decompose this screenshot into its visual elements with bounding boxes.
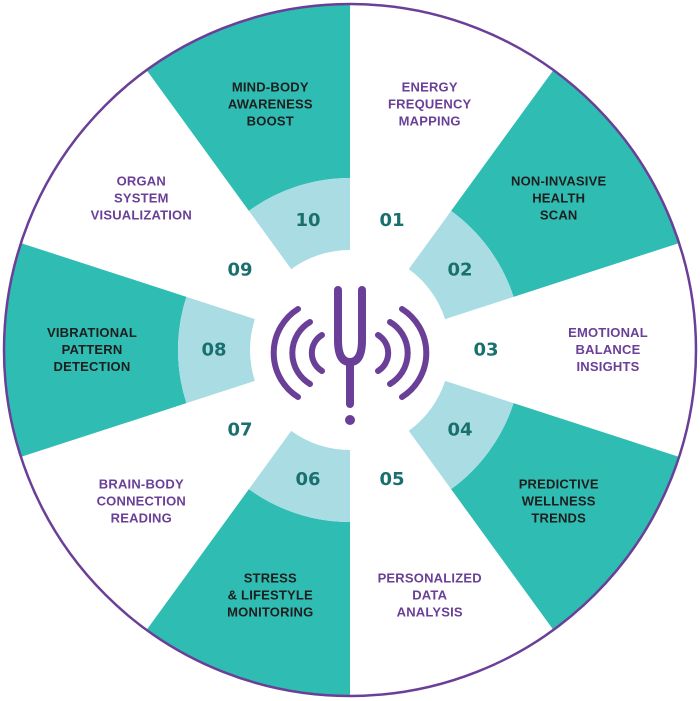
segment-02-label-line: SCAN [540, 207, 578, 222]
segment-01-label-line: MAPPING [399, 114, 461, 129]
segment-04-number: 04 [447, 419, 472, 440]
segment-10-sector [146, 4, 350, 211]
labels-layer: 01 ENERGY FREQUENCY MAPPING 02 NON-INVASIVE HE… [47, 80, 648, 620]
segment-05-label-line: PERSONALIZED [378, 570, 482, 585]
segment-08-label-line: VIBRATIONAL [47, 325, 137, 340]
segment-05-label-line: DATA [412, 587, 447, 602]
segment-08-label-line: PATTERN [62, 342, 123, 357]
segment-09-label-line: ORGAN [117, 173, 166, 188]
segment-07-label: BRAIN-BODY CONNECTION READING [97, 477, 186, 526]
segment-03-label-line: INSIGHTS [577, 359, 640, 374]
wave-right-outer [399, 306, 430, 400]
tuning-fork-body [334, 286, 366, 367]
segment-02-label: NON-INVASIVE HEALTH SCAN [511, 173, 606, 222]
segment-09-label-line: VISUALIZATION [91, 207, 192, 222]
segment-07-label-line: CONNECTION [97, 494, 186, 509]
segment-03-label-line: EMOTIONAL [568, 325, 648, 340]
segment-02-number-band [408, 210, 514, 320]
segment-06-label-line: MONITORING [227, 604, 313, 619]
segment-04-label-line: PREDICTIVE [519, 477, 599, 492]
segment-09-label: ORGAN SYSTEM VISUALIZATION [91, 173, 192, 222]
segment-08-sector [3, 243, 187, 457]
segment-07-label-line: READING [111, 511, 172, 526]
segment-06-number-band [248, 430, 350, 522]
segment-04-number-band [408, 380, 514, 490]
wave-left-outer [270, 306, 301, 400]
segment-06-number: 06 [295, 469, 320, 490]
segment-06-sector [146, 489, 350, 696]
wave-right-inner [375, 332, 392, 374]
segment-01-label-line: ENERGY [402, 80, 458, 95]
segment-09-number: 09 [227, 260, 252, 281]
segment-05-label: PERSONALIZED DATA ANALYSIS [378, 570, 482, 619]
segment-08-number: 08 [201, 340, 226, 361]
segment-06-label-line: STRESS [244, 570, 297, 585]
wave-left-middle [289, 319, 313, 387]
segment-05-number: 05 [379, 469, 404, 490]
segments-layer [3, 4, 680, 696]
segment-10-label-line: BOOST [247, 114, 294, 129]
segment-03-number: 03 [473, 340, 498, 361]
segment-09-label-line: SYSTEM [114, 190, 169, 205]
tuning-fork-icon [270, 286, 430, 425]
segment-02-sector [451, 70, 680, 297]
segment-04-label: PREDICTIVE WELLNESS TRENDS [519, 477, 599, 526]
segment-10-label-line: AWARENESS [228, 97, 313, 112]
segment-03-label-line: BALANCE [576, 342, 641, 357]
segment-07-label-line: BRAIN-BODY [99, 477, 184, 492]
wave-right-middle [387, 319, 411, 387]
segment-01-label: ENERGY FREQUENCY MAPPING [388, 80, 472, 129]
segment-04-label-line: TRENDS [531, 511, 586, 526]
segment-08-label-line: DETECTION [54, 359, 131, 374]
segment-04-label-line: WELLNESS [522, 494, 596, 509]
segment-02-number: 02 [447, 260, 472, 281]
segment-10-label-line: MIND-BODY [232, 80, 309, 95]
segment-02-label-line: NON-INVASIVE [511, 173, 606, 188]
segment-04-sector [451, 403, 680, 630]
segment-10-number-band [248, 178, 350, 270]
segment-02-label-line: HEALTH [532, 190, 585, 205]
segment-01-number: 01 [379, 210, 404, 231]
segment-01-label-line: FREQUENCY [388, 97, 472, 112]
segment-07-number: 07 [227, 419, 252, 440]
segment-08-number-band [178, 296, 255, 404]
segment-06-label: STRESS & LIFESTYLE MONITORING [227, 570, 313, 619]
segment-03-label: EMOTIONAL BALANCE INSIGHTS [568, 325, 648, 374]
segment-08-label: VIBRATIONAL PATTERN DETECTION [47, 325, 137, 374]
segment-06-label-line: & LIFESTYLE [228, 587, 313, 602]
segment-05-label-line: ANALYSIS [397, 604, 463, 619]
tuning-fork-base-dot [345, 415, 355, 425]
wave-left-inner [308, 332, 325, 374]
segment-10-number: 10 [295, 210, 320, 231]
segment-10-label: MIND-BODY AWARENESS BOOST [228, 80, 313, 129]
